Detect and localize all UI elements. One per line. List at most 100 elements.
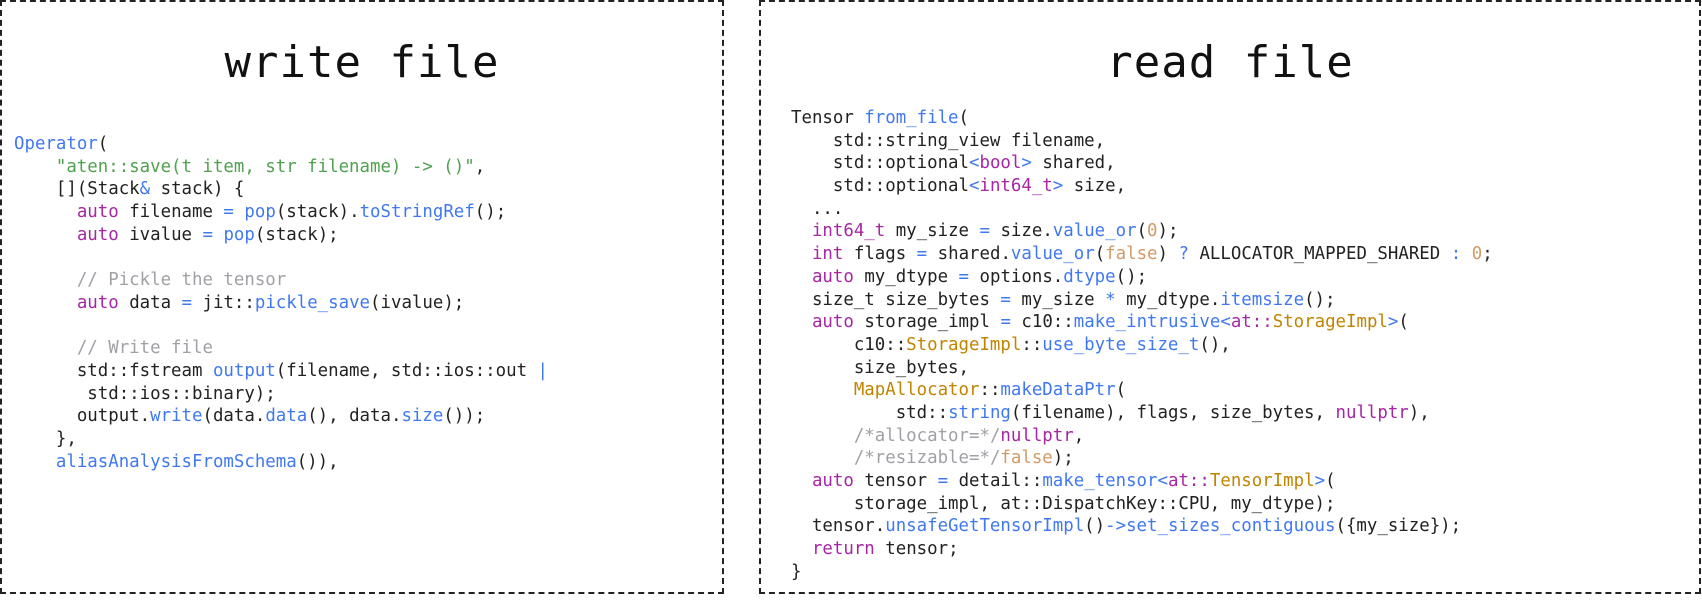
code-token-comment: // Write file — [76, 338, 213, 359]
code-token-default: ALLOCATOR_MAPPED_SHARED — [1188, 244, 1451, 265]
code-token-type: StorageImpl — [906, 334, 1022, 355]
code-token-default: ()); — [443, 406, 486, 427]
code-line: // Write file — [14, 337, 548, 360]
code-token-function: set_sizes_contiguous — [1126, 516, 1336, 537]
code-token-operator: = — [916, 244, 928, 265]
code-token-operator: = — [202, 224, 213, 245]
read-file-panel: read file Tensor from_file( std::string_… — [759, 0, 1701, 594]
code-token-function: make_intrusive — [1073, 312, 1221, 333]
code-token-default: my_size — [1010, 289, 1106, 310]
code-line: auto tensor = detail::make_tensor<at::Te… — [791, 470, 1493, 493]
code-token-function: makeDataPtr — [1000, 380, 1116, 401]
code-token-default: options. — [969, 266, 1064, 287]
code-token-default: (stack). — [275, 202, 360, 223]
code-token-comment: /*allocator=*/ — [853, 425, 1001, 446]
write-file-code-block: Operator( "aten::save(t item, str filena… — [14, 133, 548, 473]
code-token-default: ... — [791, 198, 844, 219]
code-token-keyword: at:: — [1167, 471, 1210, 491]
code-token-default: ), — [1408, 402, 1430, 423]
code-token-keyword: int64_t — [979, 176, 1053, 197]
code-token-function: pop — [244, 202, 276, 223]
code-token-keyword: bool — [979, 153, 1022, 174]
code-line: "aten::save(t item, str filename) -> ()"… — [14, 156, 548, 179]
code-line: std::string(filename), flags, size_bytes… — [791, 402, 1493, 425]
code-token-default — [14, 270, 77, 290]
code-token-function: pop — [223, 224, 255, 245]
code-token-operator: = — [1000, 289, 1011, 310]
code-token-default: (data. — [202, 406, 266, 427]
code-token-type: MapAllocator — [853, 380, 980, 401]
code-line: auto my_dtype = options.dtype(); — [791, 266, 1493, 289]
code-token-keyword: auto — [76, 224, 119, 245]
code-token-default: (ivalue); — [370, 292, 465, 313]
code-token-default: my_dtype — [853, 266, 959, 287]
code-token-function: aliasAnalysisFromSchema — [55, 451, 297, 472]
code-token-default: tensor. — [791, 516, 886, 537]
code-line: auto data = jit::pickle_save(ivalue); — [14, 292, 548, 315]
code-token-default: storage_impl — [853, 312, 1001, 333]
code-token-function: write — [150, 406, 203, 427]
code-token-default — [213, 225, 223, 245]
code-line: int64_t my_size = size.value_or(0); — [791, 220, 1493, 243]
code-token-default — [14, 202, 77, 222]
code-token-default: ( — [1325, 471, 1336, 491]
code-token-default: ( — [958, 108, 970, 128]
code-token-keyword: auto — [76, 202, 119, 223]
code-token-default: (); — [1115, 266, 1148, 287]
code-token-default: shared, — [1031, 153, 1116, 174]
code-token-default: flags — [843, 244, 917, 265]
code-token-function: unsafeGetTensorImpl — [885, 516, 1085, 537]
code-token-operator: < — [969, 176, 980, 197]
code-token-operator: * — [1105, 289, 1116, 310]
code-line: size_t size_bytes = my_size * my_dtype.i… — [791, 289, 1493, 312]
code-token-default: tensor — [853, 471, 938, 491]
code-token-function: output — [212, 360, 276, 381]
code-token-operator: > — [1021, 153, 1032, 174]
code-token-default — [234, 202, 244, 222]
code-token-operator: < — [1157, 471, 1168, 491]
code-token-keyword: return — [811, 539, 875, 560]
code-token-operator: -> — [1105, 516, 1127, 537]
code-token-operator: = — [937, 471, 949, 491]
code-token-default: c10:: — [791, 334, 907, 355]
code-token-number: 0 — [1147, 221, 1158, 242]
code-token-number: false — [1000, 448, 1053, 469]
code-token-default — [791, 267, 812, 287]
code-token-keyword: int — [811, 244, 844, 265]
code-token-keyword: auto — [811, 266, 854, 287]
code-token-default: jit:: — [192, 292, 255, 313]
code-token-default — [791, 471, 812, 491]
code-token-default: (), — [1199, 334, 1231, 355]
code-token-default: ( — [97, 134, 109, 154]
code-token-default — [791, 312, 812, 332]
code-line: size_bytes, — [791, 357, 1493, 380]
code-token-operator: = — [223, 202, 234, 223]
code-line: Operator( — [14, 133, 548, 156]
code-token-keyword: auto — [811, 471, 854, 491]
code-token-default: ); — [1052, 448, 1074, 469]
write-file-panel: write file Operator( "aten::save(t item,… — [0, 0, 724, 594]
code-token-default: ; — [1482, 244, 1493, 265]
code-line: auto filename = pop(stack).toStringRef()… — [14, 201, 548, 224]
code-token-default: } — [791, 561, 802, 582]
code-token-function: pickle_save — [254, 292, 371, 313]
code-token-default — [14, 452, 56, 472]
code-token-default: output. — [14, 406, 151, 427]
code-line: Tensor from_file( — [791, 107, 1493, 130]
code-line: ... — [791, 198, 1493, 221]
code-token-default — [14, 225, 77, 245]
code-token-default: (filename, std::ios::out — [275, 360, 538, 381]
code-line: std::optional<bool> shared, — [791, 152, 1493, 175]
code-line: std::optional<int64_t> size, — [791, 175, 1493, 198]
code-token-keyword: auto — [76, 292, 119, 313]
code-token-default: :: — [979, 380, 1001, 401]
code-token-default: my_size — [885, 221, 980, 242]
code-token-default: std:: — [791, 402, 949, 423]
code-token-default: size_t size_bytes — [791, 289, 1001, 310]
read-file-title: read file — [1106, 37, 1354, 88]
code-line: } — [791, 561, 1493, 584]
code-token-default: tensor; — [874, 539, 959, 560]
code-token-function: from_file — [864, 108, 959, 128]
code-token-string: "aten::save(t item, str filename) -> ()" — [55, 156, 475, 177]
code-token-type: StorageImpl — [1272, 312, 1388, 333]
